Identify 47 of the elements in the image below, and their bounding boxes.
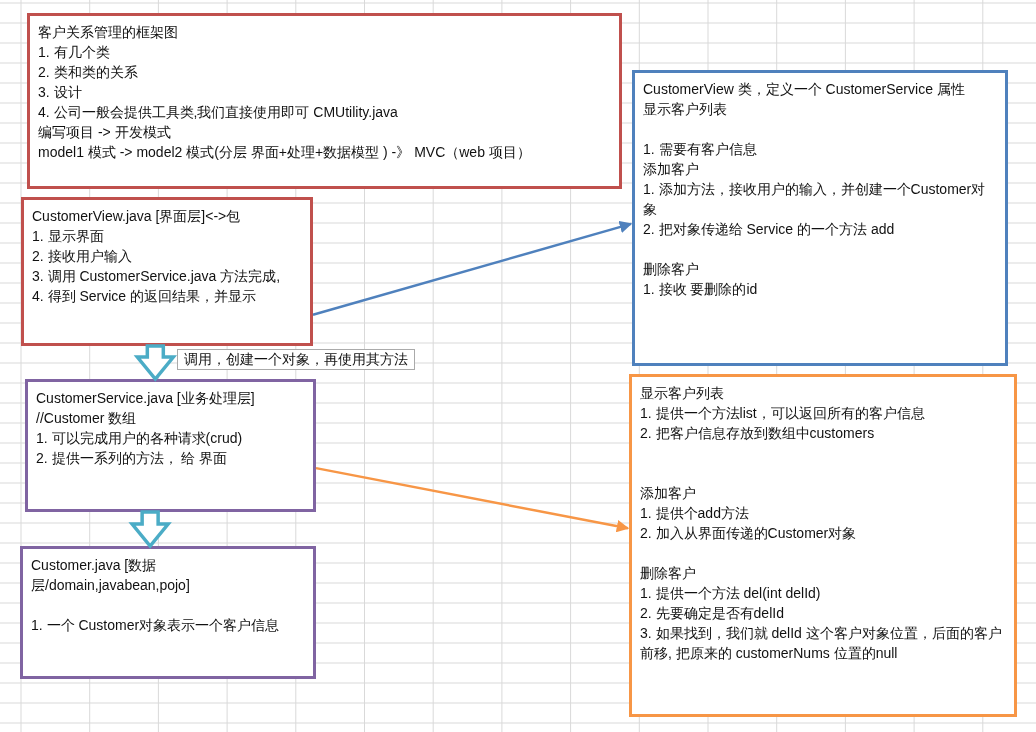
note-text: CustomerView.java [界面层]<->包 [32, 207, 242, 226]
note-text: CustomerService.java [业务处理层] [36, 389, 256, 408]
note-text: 1. 可以完成用户的各种请求(crud) [36, 429, 244, 448]
note-text: CustomerView 类，定义一个 CustomerService 属性 [643, 80, 966, 99]
note-text: 添加客户 [640, 484, 697, 503]
note-text: 1. 有几个类 [38, 43, 111, 62]
note-text: 4. 公司一般会提供工具类,我们直接使用即可 CMUtility.java [38, 103, 399, 122]
note-box [27, 13, 622, 189]
note-box [20, 546, 316, 679]
note-text: 客户关系管理的框架图 [38, 23, 179, 42]
note-text: 2. 提供一系列的方法， 给 界面 [36, 449, 229, 468]
note-text: 删除客户 [643, 260, 700, 279]
note-text: model1 模式 -> model2 模式(分层 界面+处理+数据模型 ) -》 MVC（web 项目） [38, 143, 532, 162]
note-text: 显示客户列表 [640, 384, 725, 403]
note-text: 1. 添加方法，接收用户的输入，并创建一个Customer对象 [643, 180, 987, 219]
note-text: 添加客户 [643, 160, 700, 179]
note-text: 3. 如果找到，我们就 delId 这个客户对象位置，后面的客户前移, 把原来的 customerNums 位置的null [640, 624, 1003, 663]
arrow [312, 221, 633, 316]
note-text: 1. 显示界面 [32, 227, 105, 246]
note-box [629, 374, 1017, 717]
note-text: 2. 类和类的关系 [38, 63, 139, 82]
note-text: 2. 接收用户输入 [32, 247, 133, 266]
note-text: 编写项目 -> 开发模式 [38, 123, 172, 142]
block-arrow [133, 344, 177, 382]
note-text: //Customer 数组 [36, 409, 138, 428]
arrow [315, 466, 630, 533]
note-text: 显示客户列表 [643, 100, 728, 119]
note-text: Customer.java [数据层/domain,javabean,pojo] [31, 556, 191, 595]
note-text: 2. 先要确定是否有delId [640, 604, 785, 623]
note-text: 3. 设计 [38, 83, 83, 102]
note-text: 3. 调用 CustomerService.java 方法完成, [32, 267, 282, 286]
note-text: 4. 得到 Service 的返回结果，并显示 [32, 287, 258, 306]
note-text: 2. 加入从界面传递的Customer对象 [640, 524, 858, 543]
note-box [21, 197, 313, 346]
note-text: 2. 把客户信息存放到数组中customers [640, 424, 876, 443]
note-text: 1. 提供一个方法list，可以返回所有的客户信息 [640, 404, 926, 423]
note-text: 1. 接收 要删除的id [643, 280, 759, 299]
note-text: 1. 需要有客户信息 [643, 140, 758, 159]
note-box [632, 70, 1008, 366]
note-text: 1. 提供一个方法 del(int delId) [640, 584, 822, 603]
note-text: 1. 提供个add方法 [640, 504, 750, 523]
note-text: 2. 把对象传递给 Service 的一个方法 add [643, 220, 896, 239]
block-arrow [128, 510, 172, 549]
note-text: 1. 一个 Customer对象表示一个客户信息 [31, 616, 281, 635]
note-box [25, 379, 316, 512]
note-text: 删除客户 [640, 564, 697, 583]
edge-label: 调用，创建一个对象，再使用其方法 [177, 349, 415, 370]
